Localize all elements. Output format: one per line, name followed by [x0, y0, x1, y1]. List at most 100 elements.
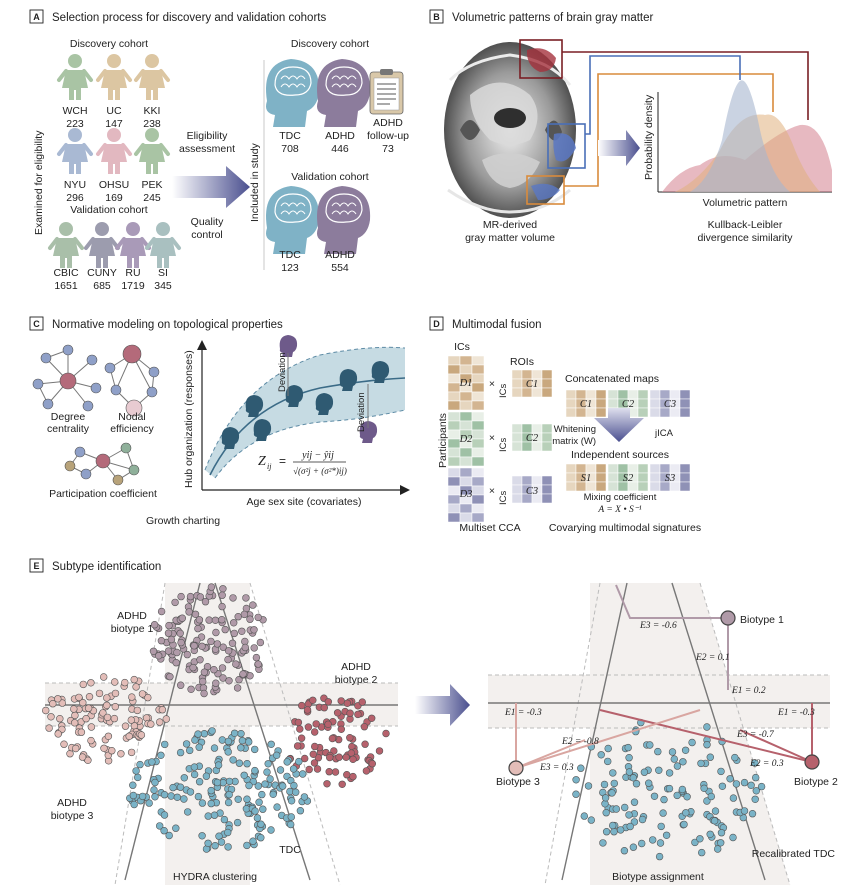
bt2-dot	[298, 701, 306, 710]
recal-tdc-dot	[638, 815, 647, 824]
site-n-wch: 223	[66, 118, 84, 130]
recal-tdc-dot	[662, 831, 671, 839]
recal-tdc-dot	[644, 779, 653, 787]
c1-matrix	[511, 369, 553, 398]
tdc-dot	[151, 778, 159, 787]
tdc-dot	[190, 770, 199, 779]
disc-adhd-head	[317, 59, 371, 127]
bt2-dot	[293, 742, 302, 750]
growth-head	[253, 419, 272, 441]
density-ylabel: Probability density	[643, 94, 655, 180]
degree-line2: centrality	[47, 423, 90, 435]
panel-a-letter: A	[33, 12, 40, 22]
bt1-dot	[183, 650, 192, 659]
d2-label: D2	[459, 434, 474, 445]
tdc-dot	[161, 740, 169, 749]
tdc-dot	[213, 778, 222, 787]
bt3-dot	[132, 683, 140, 691]
recal-tdc-dot	[711, 807, 720, 815]
connector-blue	[585, 55, 741, 135]
concat-c2-label: C2	[622, 399, 635, 410]
recal-tdc-dot	[703, 723, 711, 731]
roi-box-red	[519, 39, 563, 79]
site-n-uc: 147	[105, 118, 123, 130]
tdc-dot	[257, 833, 265, 842]
bt2-dot	[337, 725, 345, 733]
site-n-cbic: 1651	[54, 280, 78, 292]
site-figure-nyu	[57, 128, 93, 174]
bt3-dot	[78, 753, 87, 761]
c2-matrix	[511, 423, 553, 452]
recal-tdc-dot	[706, 830, 714, 838]
edge-label-7: E3 = -0.7	[736, 730, 775, 740]
bt3-dot	[87, 679, 95, 687]
panel-d-title: Multimodal fusion	[452, 319, 541, 331]
bt1-dot	[199, 677, 207, 686]
tdc-dot	[257, 820, 265, 828]
bt3-dot	[84, 756, 92, 764]
tdc-dot	[283, 758, 291, 766]
examined-label: Examined for eligibility	[33, 130, 45, 235]
roi-box-blue	[547, 123, 586, 169]
hydra-label: HYDRA clustering	[173, 871, 257, 883]
site-figure-ohsu	[96, 128, 132, 174]
bt2-dot	[312, 720, 320, 728]
tdc-dot	[207, 786, 215, 795]
bt3-dot	[110, 678, 119, 686]
tdc-dot	[233, 818, 242, 827]
bt2-dot	[301, 754, 309, 763]
recal-tdc-dot	[580, 812, 588, 820]
z-numerator: yij − ŷij	[301, 450, 334, 461]
growth-xlabel: Age sex site (covariates)	[247, 496, 362, 508]
mixing-eq: A = X • S⁻¹	[597, 505, 641, 515]
bt1-dot	[235, 675, 243, 684]
bt2-dot	[349, 772, 357, 781]
rois-header: ROIs	[510, 356, 534, 368]
bt1-dot	[218, 664, 227, 672]
biotype2-node	[804, 754, 820, 770]
recal-tdc-dot	[740, 778, 749, 787]
tdc-dot	[156, 822, 164, 830]
tdc-dot	[290, 781, 298, 790]
deviation-head	[359, 421, 378, 443]
z-denominator: √(σ²j + (σ²*)ij)	[293, 466, 347, 476]
bt1-dot	[201, 597, 210, 606]
bt3-dot	[121, 722, 130, 730]
panel-b-letter-box	[429, 9, 444, 24]
growth-head	[315, 393, 334, 415]
tdc-dot	[211, 841, 219, 850]
bt1-dot	[250, 644, 258, 652]
tdc-dot	[289, 765, 298, 773]
val-tdc-n: 123	[281, 262, 299, 274]
recal-tdc-dot	[640, 768, 649, 776]
c3-matrix	[511, 475, 553, 504]
tdc-dot	[258, 790, 266, 799]
disc-tdc-name: TDC	[279, 130, 301, 142]
tdc-dot	[245, 738, 253, 746]
degree-centrality-graph	[32, 344, 102, 412]
recal-tdc-dot	[602, 808, 610, 817]
tdc-dot	[217, 838, 226, 846]
eligibility-arrow	[172, 166, 250, 208]
recal-tdc-dot	[584, 782, 593, 790]
val-adhd-n: 554	[331, 262, 349, 274]
recal-tdc-dot	[665, 769, 674, 777]
panel-e: E Subtype identification ADHD biotype 1 …	[29, 558, 838, 886]
tdc-dot	[172, 824, 180, 832]
brain-slice	[444, 42, 576, 218]
recal-tdc-dot	[717, 767, 725, 776]
biotype-connections	[508, 584, 820, 776]
hydra-dots	[41, 583, 390, 853]
bt2-dot	[346, 709, 354, 717]
recal-tdc-dot	[751, 759, 759, 767]
bt1-dot	[219, 674, 227, 682]
bt2-dot	[360, 722, 369, 731]
bt2-dot	[311, 728, 319, 736]
bt1-dot	[198, 642, 206, 650]
bt1-dot	[157, 607, 166, 616]
bt3-dot	[147, 720, 155, 728]
bt1-dot	[165, 621, 173, 630]
tdc-dot	[165, 831, 173, 840]
recal-tdc-dot	[597, 751, 605, 759]
participation-label: Participation coefficient	[49, 488, 157, 500]
